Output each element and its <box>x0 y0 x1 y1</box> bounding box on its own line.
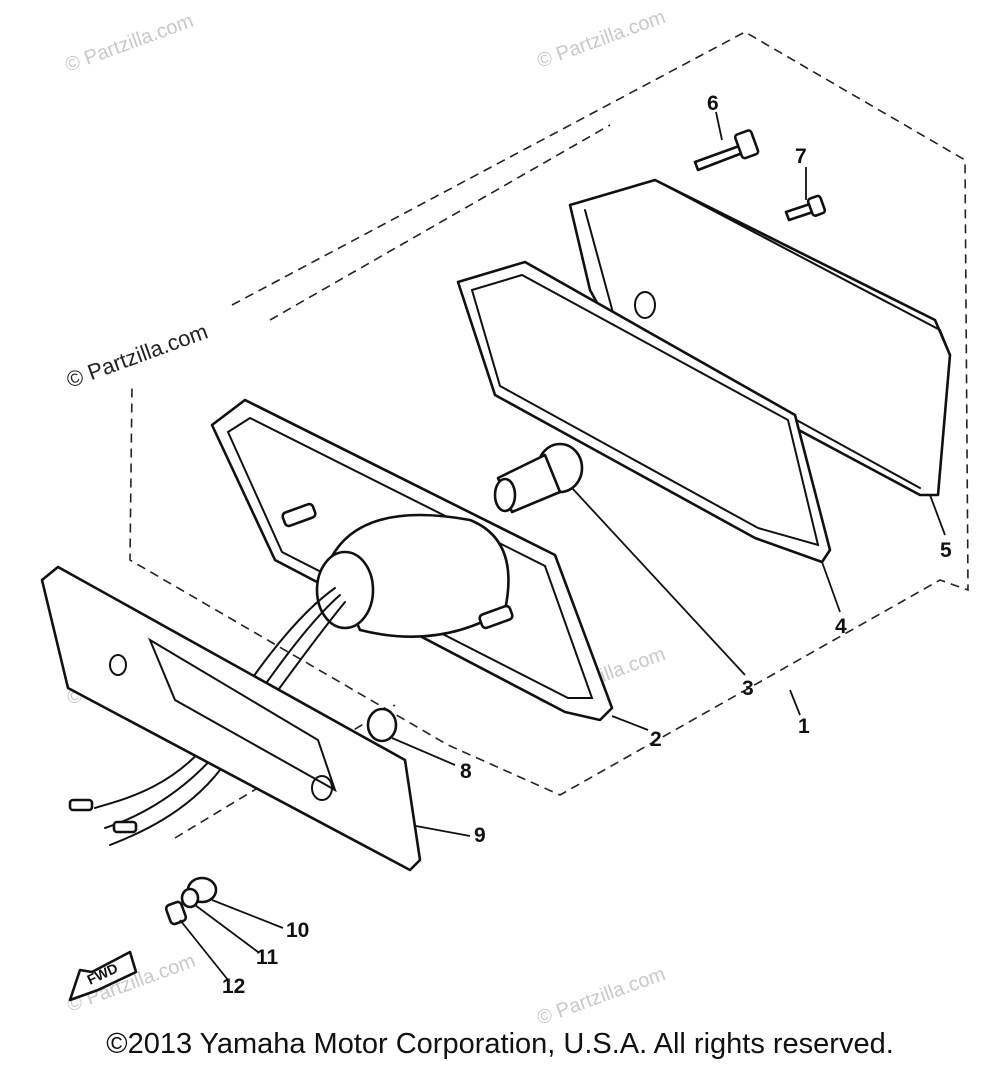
screw-7 <box>784 194 827 222</box>
fwd-arrow-icon: FWD <box>68 950 138 1002</box>
leader <box>179 919 229 981</box>
leader <box>929 494 946 536</box>
leaders <box>179 111 946 981</box>
callout-8: 8 <box>460 760 472 783</box>
leader <box>391 737 456 766</box>
leader <box>821 561 841 613</box>
callout-3: 3 <box>742 677 754 700</box>
license-bracket <box>40 565 422 872</box>
bulb <box>493 442 584 514</box>
callout-4: 4 <box>835 615 847 638</box>
assembly-boundary <box>129 31 969 796</box>
callout-numbers: 6 7 5 4 3 2 1 8 9 10 11 12 <box>222 92 952 998</box>
callout-11: 11 <box>256 946 279 969</box>
leader <box>715 111 723 141</box>
lamp-housing <box>210 398 614 722</box>
leader <box>415 825 471 837</box>
hardware-stack <box>164 876 218 926</box>
screw-6 <box>693 129 760 172</box>
guide-line <box>269 124 611 321</box>
callout-5: 5 <box>940 539 952 562</box>
watermark: © Partzilla.com <box>62 10 196 77</box>
callout-12: 12 <box>222 975 245 998</box>
grommet <box>366 707 398 743</box>
watermark: © Partzilla.com <box>534 6 668 73</box>
leader <box>789 689 801 716</box>
copyright-notice: ©2013 Yamaha Motor Corporation, U.S.A. A… <box>106 1028 894 1060</box>
leader <box>194 904 259 953</box>
callout-1: 1 <box>798 715 810 738</box>
callout-9: 9 <box>474 824 486 847</box>
lens-gasket <box>456 260 832 564</box>
callout-7: 7 <box>795 145 807 168</box>
watermark: © Partzilla.com <box>534 963 668 1030</box>
callout-6: 6 <box>707 92 719 115</box>
leader <box>211 899 284 929</box>
callout-2: 2 <box>650 728 662 751</box>
leader <box>611 715 649 731</box>
watermark-dark: © Partzilla.com <box>63 319 211 393</box>
callout-10: 10 <box>286 919 309 942</box>
leader <box>571 487 746 676</box>
